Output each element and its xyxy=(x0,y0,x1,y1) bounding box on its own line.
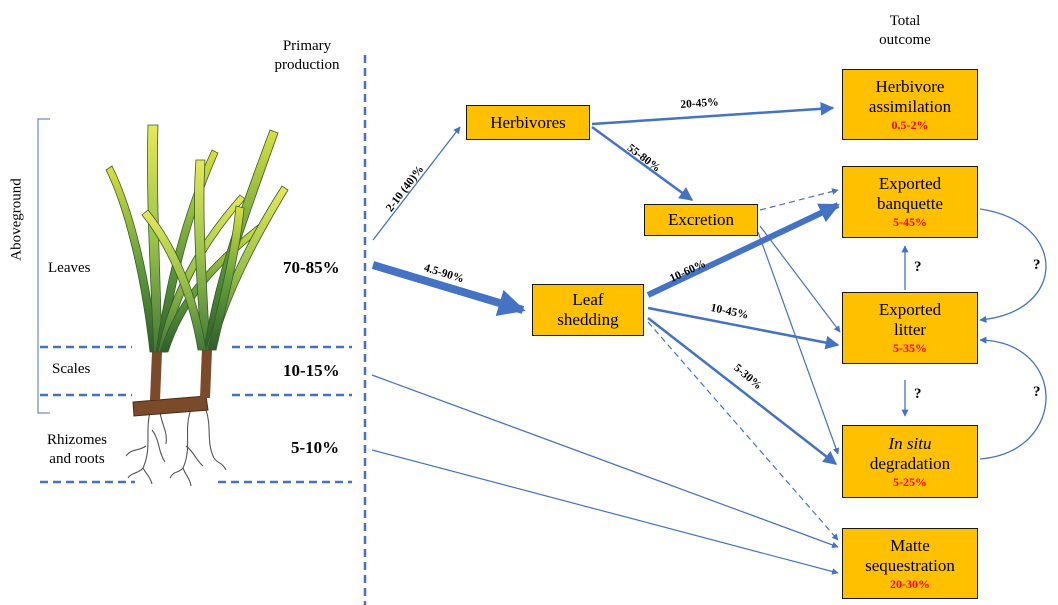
in-situ-degradation-value: 5-25% xyxy=(893,474,927,489)
compartment-dividers xyxy=(40,345,352,484)
leaf-shedding-box: Leaf shedding xyxy=(532,284,644,336)
exported-litter-value: 5-35% xyxy=(893,341,927,355)
exported-litter-box: Exported litter 5-35% xyxy=(842,292,978,364)
seagrass-illustration xyxy=(105,124,289,487)
herbivores-box: Herbivores xyxy=(466,105,590,140)
aboveground-label: Aboveground xyxy=(8,178,25,261)
scales-share: 10-15% xyxy=(283,361,340,380)
arrow-to-herbivores xyxy=(372,126,461,241)
unknown-flow-mark: ? xyxy=(914,259,922,275)
arrow-excretion-to-degradation xyxy=(757,231,840,455)
primary-production-header: Primary production xyxy=(274,38,340,73)
aboveground-bracket xyxy=(37,118,50,414)
excretion-box: Excretion xyxy=(644,204,758,236)
arrow-shedding-to-litter xyxy=(647,306,840,350)
rhizome xyxy=(132,395,209,417)
leaf-blades xyxy=(105,124,289,353)
arrow-rhizomes-to-matte xyxy=(371,449,839,575)
in-situ-degradation-box: In situ degradation 5-25% xyxy=(842,425,978,498)
arrow-shedding-to-banquette xyxy=(646,202,840,298)
scales-label: Scales xyxy=(52,361,91,377)
total-outcome-header: Total outcome xyxy=(879,13,931,48)
roots xyxy=(125,409,227,487)
matte-sequestration-value: 20-30% xyxy=(890,576,930,591)
rhizomes-label: Rhizomes and roots xyxy=(47,432,107,467)
leaves-label: Leaves xyxy=(48,260,91,276)
unknown-flow-mark: ? xyxy=(914,386,922,402)
dashed-shedding-to-matte xyxy=(647,321,839,541)
arrow-herbivores-to-assimilation xyxy=(591,101,835,126)
arrow-shedding-to-degradation xyxy=(647,317,838,465)
arrow-excretion-to-litter xyxy=(759,225,841,333)
unknown-flow-mark: ? xyxy=(1033,384,1041,400)
exported-banquette-box: Exported banquette 5-45% xyxy=(842,166,978,238)
arrow-degradation-to-litter-curve xyxy=(979,336,1047,460)
rhizomes-share: 5-10% xyxy=(291,438,340,457)
arrow-to-leaf-shedding xyxy=(371,261,526,316)
herbivore-assimilation-box: Herbivore assimilation 0.5-2% xyxy=(842,69,978,140)
dashed-excretion-to-banquette xyxy=(759,188,839,211)
exported-banquette-value: 5-45% xyxy=(893,215,927,229)
leaves-share: 70-85% xyxy=(283,258,340,277)
arrow-banquette-to-litter-curve xyxy=(979,208,1047,323)
matte-sequestration-box: Matte sequestration 20-30% xyxy=(842,528,978,599)
arrow-herbivores-to-excretion xyxy=(591,125,694,202)
unknown-flow-mark: ? xyxy=(1033,257,1041,273)
herbivore-assimilation-value: 0.5-2% xyxy=(891,117,929,132)
arrow-scales-to-matte xyxy=(371,374,839,549)
